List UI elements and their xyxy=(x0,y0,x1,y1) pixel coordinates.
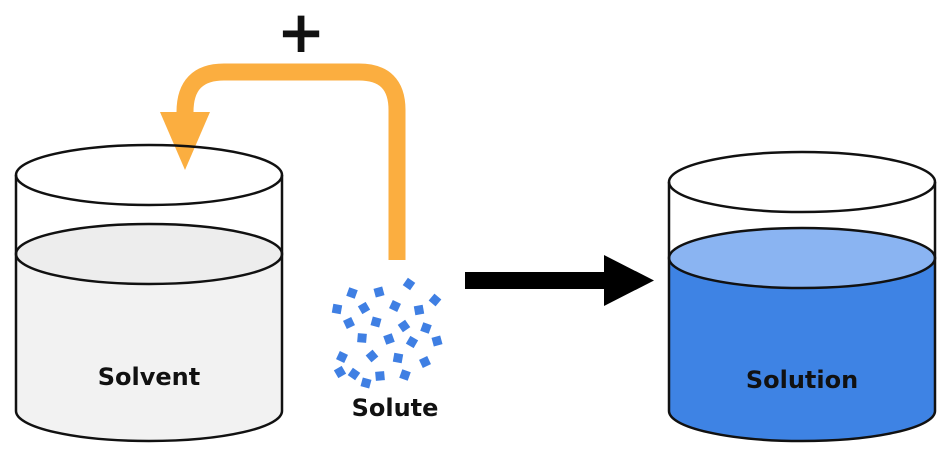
solute-label: Solute xyxy=(352,394,439,422)
solute-particle xyxy=(399,369,411,381)
solute-particle xyxy=(360,377,372,389)
solute-particle xyxy=(405,335,419,349)
solute-particle xyxy=(333,365,347,379)
solute-particle xyxy=(357,333,367,343)
reaction-arrow-head xyxy=(604,255,654,306)
solute-particles xyxy=(331,277,443,389)
solvent-liquid xyxy=(16,254,282,441)
solvent-beaker-walls xyxy=(14,175,284,443)
solvent-beaker: Solvent xyxy=(14,143,284,443)
solvent-liquid-surface xyxy=(14,222,284,286)
solute-particle xyxy=(365,349,379,363)
solution-beaker: Solution xyxy=(667,150,937,443)
solution-beaker-rim xyxy=(667,150,937,214)
solute-particle xyxy=(331,303,343,315)
solute-particle xyxy=(383,333,395,345)
solute-particle xyxy=(413,304,425,316)
solution-liquid-surface xyxy=(667,226,937,290)
solute-particle xyxy=(336,351,348,363)
solution-label: Solution xyxy=(746,366,858,394)
solute-particle xyxy=(419,356,431,368)
solute-particle xyxy=(389,300,401,312)
solute-particle xyxy=(343,317,355,329)
reaction-arrow-shaft xyxy=(465,272,610,289)
solute-particle xyxy=(392,352,404,364)
add-solute-arrow xyxy=(160,63,406,260)
solute-particle xyxy=(370,316,382,328)
solute-particle xyxy=(420,322,432,334)
solute-particle xyxy=(431,335,443,347)
plus-sign: + xyxy=(277,0,326,66)
solute-particle xyxy=(375,371,385,381)
solution-beaker-walls xyxy=(667,182,937,443)
solute-particle xyxy=(346,287,358,299)
solute-particle xyxy=(373,286,385,298)
solvent-label: Solvent xyxy=(98,363,200,391)
solute-particle xyxy=(347,367,361,381)
solution-liquid xyxy=(669,258,935,441)
solvent-beaker-rim xyxy=(14,143,284,207)
add-solute-arrow-head xyxy=(160,112,210,170)
add-solute-arrow-shaft xyxy=(176,63,406,260)
solute-particle xyxy=(402,277,416,291)
solute-particle xyxy=(397,319,411,333)
reaction-arrow xyxy=(465,255,654,306)
solute-particle xyxy=(428,293,442,307)
solute-particle xyxy=(357,301,371,315)
